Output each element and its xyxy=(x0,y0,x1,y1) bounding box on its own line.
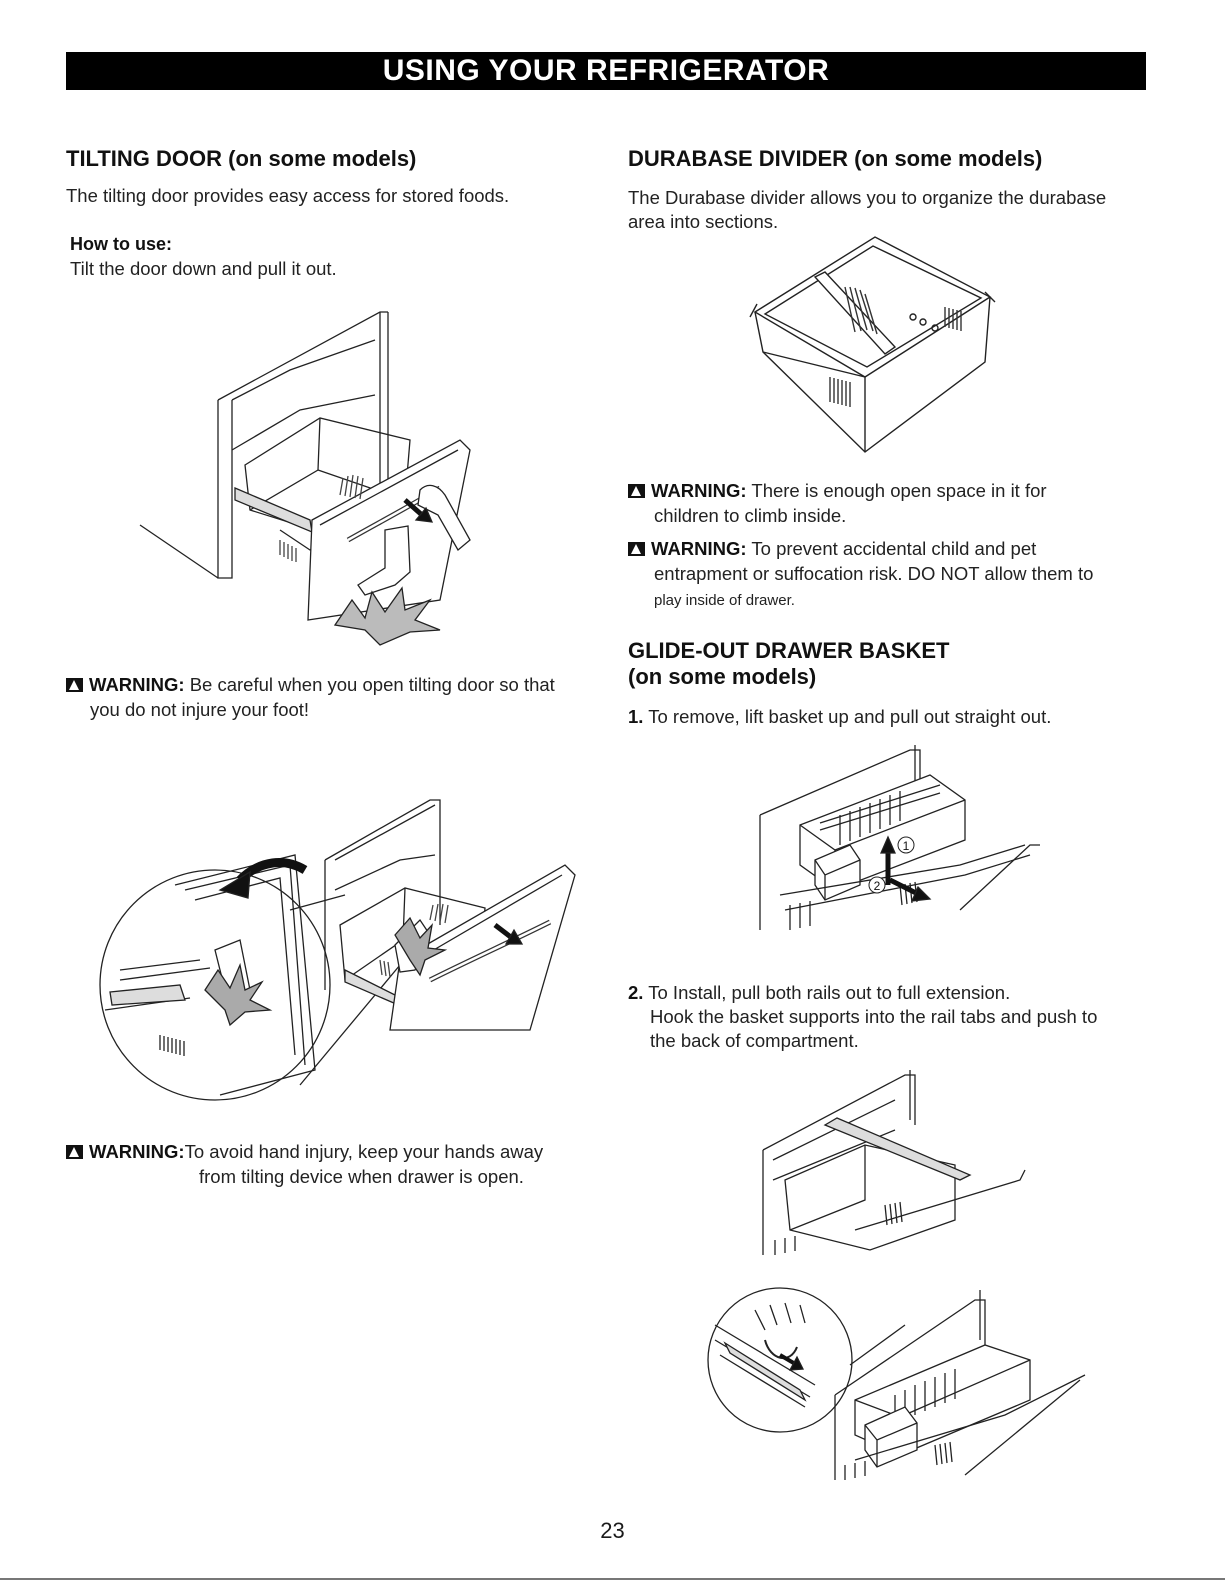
durabase-climb-warning: WARNING: There is enough open space in i… xyxy=(628,478,1047,528)
how-to-use-label: How to use: xyxy=(70,234,172,254)
durabase-basket-divider-illustration xyxy=(745,232,1000,457)
glide-out-step-1: 1. To remove, lift basket up and pull ou… xyxy=(628,706,1052,727)
warning-icon xyxy=(66,678,83,692)
warning-icon xyxy=(66,1145,83,1159)
callout-2: 2 xyxy=(874,879,881,893)
glide-out-step-2: 2. To Install, pull both rails out to fu… xyxy=(628,982,1098,1051)
page-number: 23 xyxy=(600,1518,625,1543)
durabase-entrapment-warning: WARNING: To prevent accidental child and… xyxy=(628,536,1093,613)
durabase-divider-heading: DURABASE DIVIDER (on some models) xyxy=(628,146,1043,171)
warning-icon xyxy=(628,484,645,498)
glide-out-hook-basket-illustration xyxy=(705,1285,1095,1485)
tilting-door-heading: TILTING DOOR (on some models) xyxy=(66,146,417,171)
how-to-use-text: Tilt the door down and pull it out. xyxy=(70,258,337,279)
tilting-door-foot-warning: WARNING: Be careful when you open tiltin… xyxy=(66,672,555,722)
tilting-door-foot-illustration xyxy=(140,300,480,660)
bottom-rule xyxy=(0,1578,1225,1580)
warning-icon xyxy=(628,542,645,556)
durabase-divider-intro: The Durabase divider allows you to organ… xyxy=(628,187,1107,232)
glide-out-heading: GLIDE-OUT DRAWER BASKET (on some models) xyxy=(628,638,950,689)
tilting-device-hand-illustration xyxy=(100,760,590,1100)
glide-out-rails-illustration xyxy=(745,1070,1030,1260)
page-banner-title: USING YOUR REFRIGERATOR xyxy=(66,52,1146,90)
tilting-door-intro: The tilting door provides easy access fo… xyxy=(66,185,510,206)
glide-out-remove-illustration: 1 2 xyxy=(760,745,1045,945)
callout-1: 1 xyxy=(903,839,910,853)
tilting-device-hand-warning: WARNING:To avoid hand injury, keep your … xyxy=(66,1139,543,1189)
